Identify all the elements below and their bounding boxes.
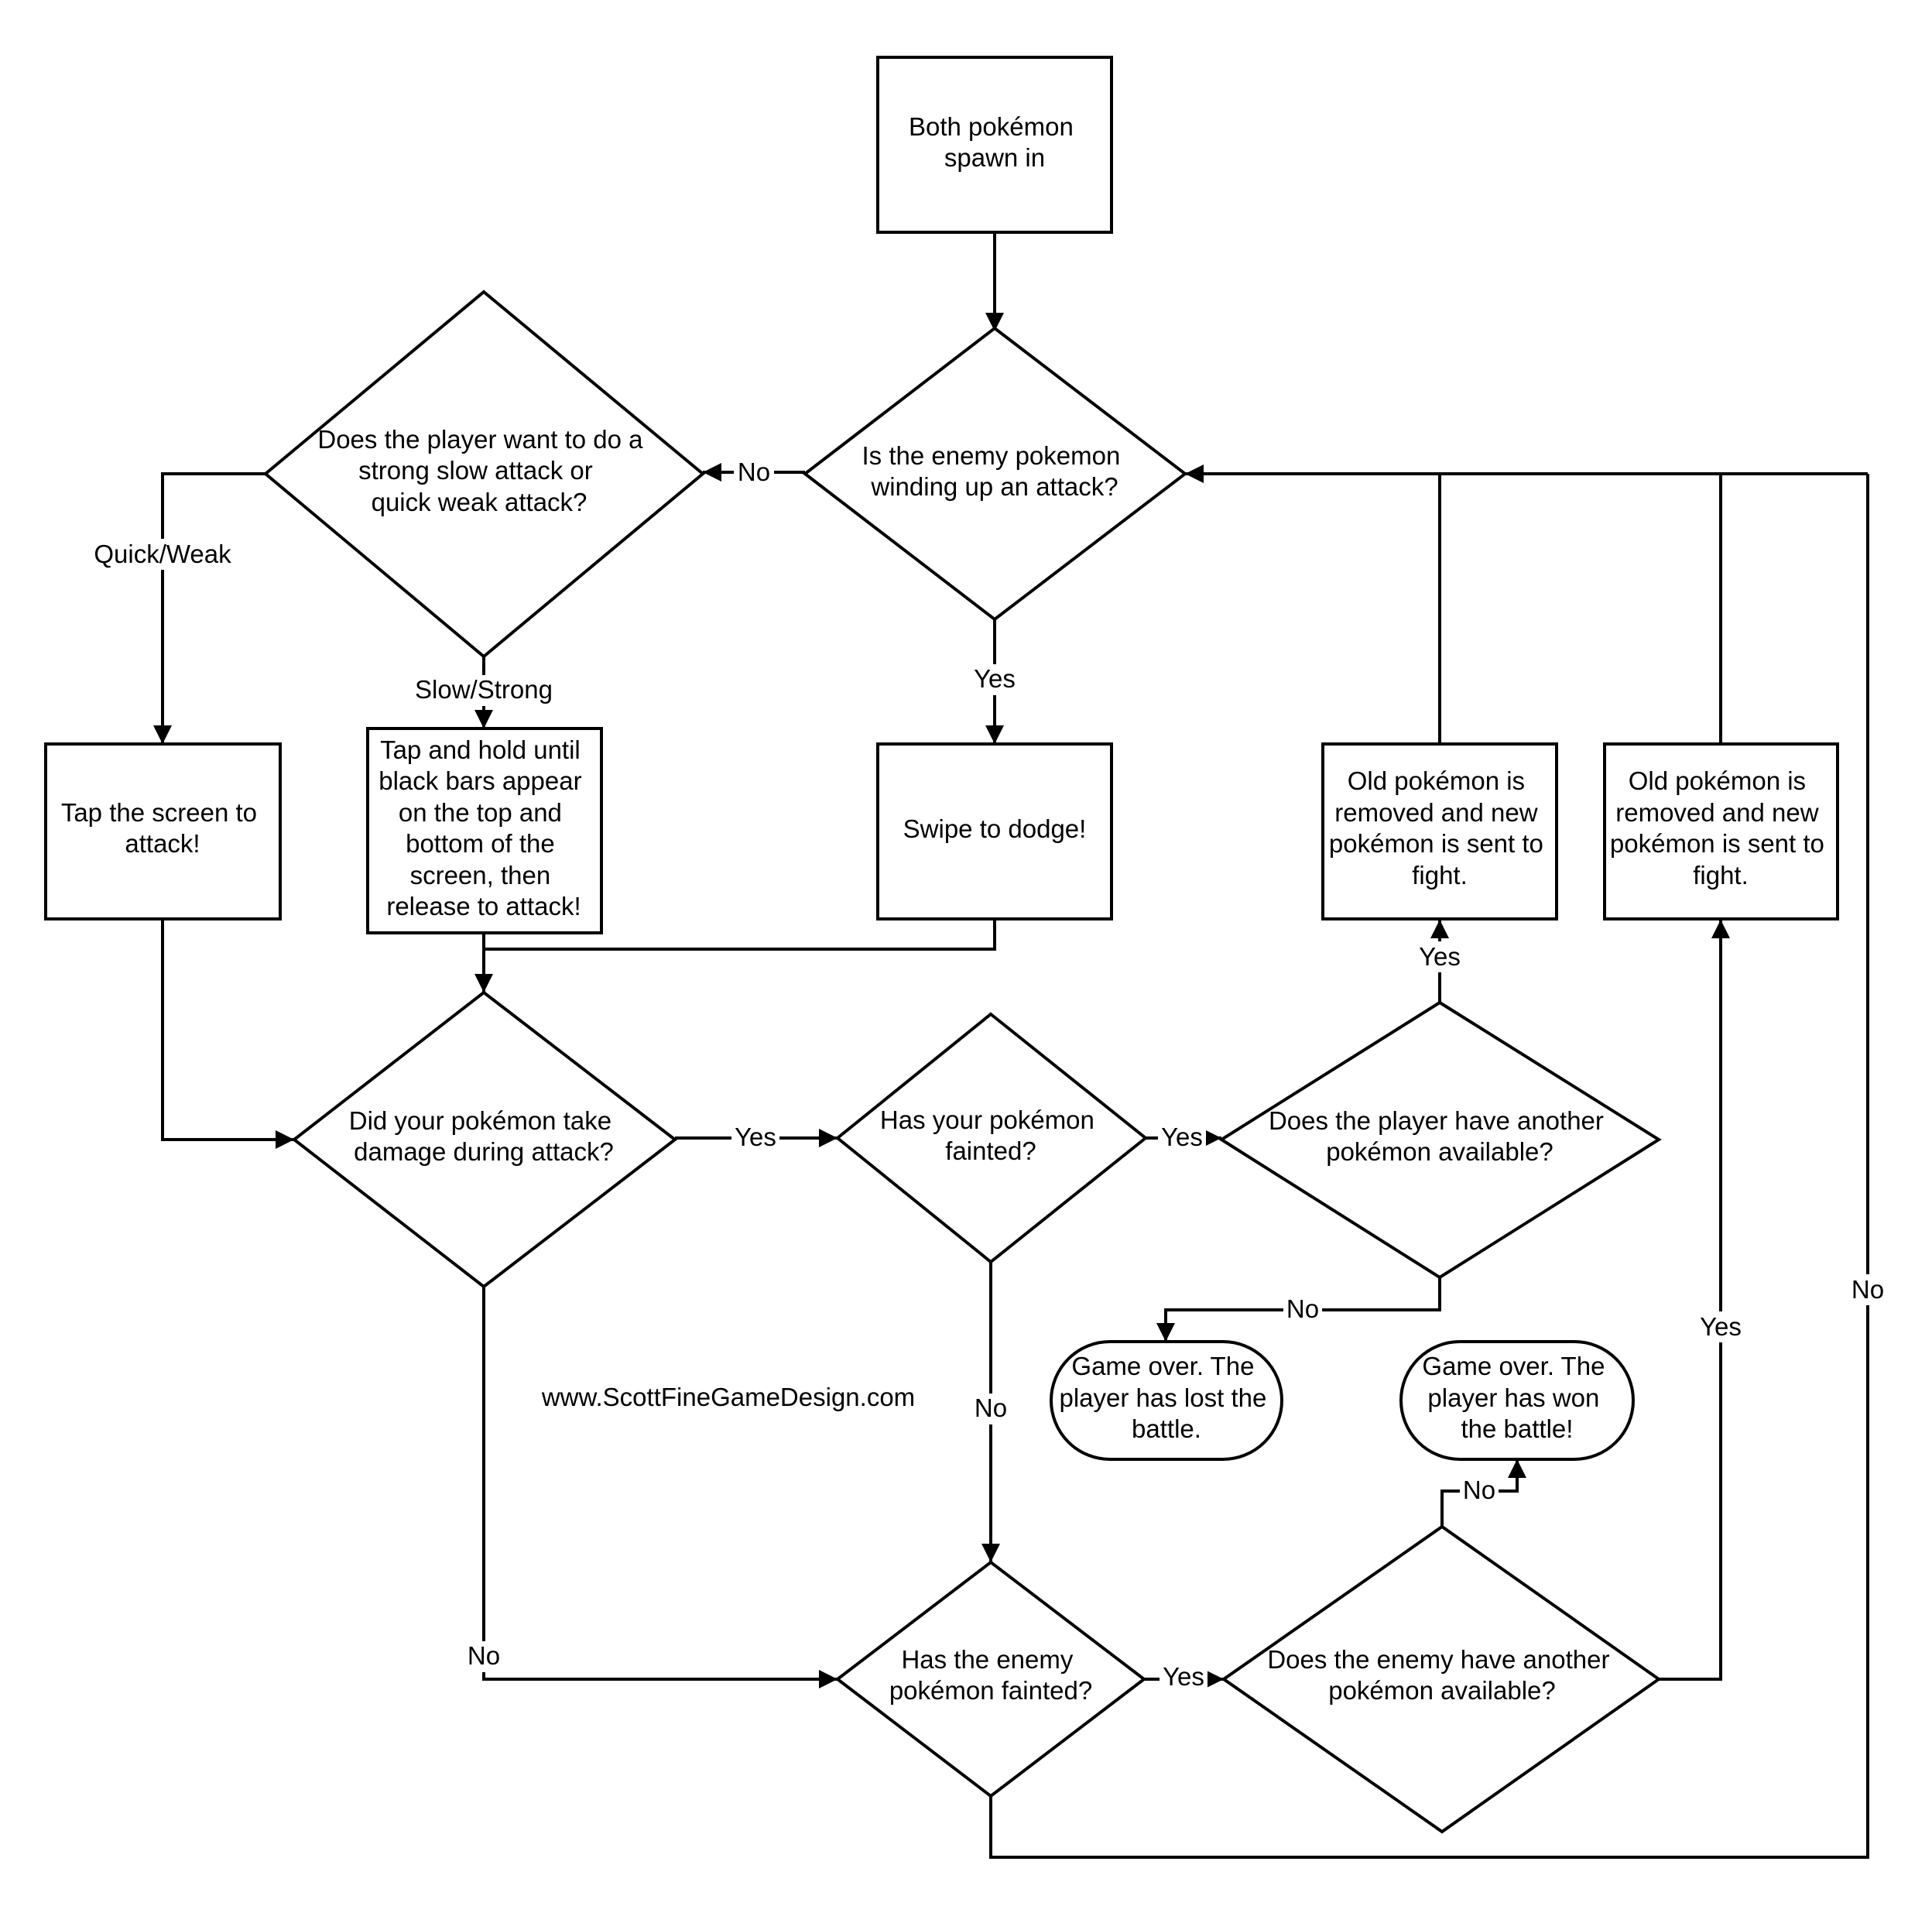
node-attack-choice: Does the player want to do a strong slow… [262,290,706,659]
label-enemy-fainted-no: No [1852,1275,1884,1304]
label-windup-yes: Yes [974,664,1016,693]
watermark-url: www.ScottFineGameDesign.com [541,1383,915,1411]
tap-attack-box [44,742,282,920]
dodge-box [876,742,1113,920]
label-fainted-yes: Yes [1161,1123,1203,1151]
player-has-another-diamond [1218,1000,1662,1280]
game-lost-terminal [1050,1340,1283,1461]
attack-choice-diamond [262,290,706,659]
attack-choice-text: Does the player want to do a strong slow… [317,425,649,516]
node-took-damage: Did your pokémon take damage during atta… [291,990,678,1289]
took-damage-diamond [291,990,678,1289]
node-hold-attack: Tap and hold until black bars appear on … [366,727,603,934]
node-replace-player: Old pokémon is removed and new pokémon i… [1321,742,1558,920]
game-lost-text: Game over. The player has lost the battl… [1060,1352,1274,1443]
node-player-fainted: Has your pokémon fainted? [834,1012,1149,1264]
player-fainted-text: Has your pokémon fainted? [880,1106,1101,1165]
player-has-another-text: Does the player have another pokémon ava… [1269,1106,1611,1166]
spawn-text: Both pokémon spawn in [909,112,1081,172]
label-enemy-fainted-yes: Yes [1163,1662,1204,1691]
label-damage-yes: Yes [735,1123,776,1151]
node-replace-enemy: Old pokémon is removed and new pokémon i… [1603,742,1839,920]
label-fainted-no: No [975,1394,1007,1422]
replace-player-text: Old pokémon is removed and new pokémon i… [1329,766,1550,890]
label-enemy-another-no: No [1463,1476,1495,1504]
node-tap-attack: Tap the screen to attack! [44,742,282,920]
hold-attack-text: Tap and hold until black bars appear on … [379,735,589,920]
node-game-lost: Game over. The player has lost the battl… [1050,1340,1283,1461]
label-damage-no: No [468,1641,500,1670]
node-player-has-another: Does the player have another pokémon ava… [1218,1000,1662,1280]
spawn-box [876,56,1113,234]
hold-attack-box [366,727,603,934]
edge-damage-no-to-enemy-fainted [482,1287,838,1688]
enemy-windup-text: Is the enemy pokemon winding up an attac… [862,441,1127,501]
enemy-has-another-diamond [1221,1524,1662,1834]
label-windup-no: No [738,458,770,486]
replace-player-box [1321,742,1558,920]
label-another-yes: Yes [1419,942,1461,971]
node-spawn: Both pokémon spawn in [876,56,1113,234]
tap-attack-text: Tap the screen to attack! [61,798,264,858]
edge-enemy-another-yes-to-replace [1659,920,1730,1681]
enemy-fainted-text: Has the enemy pokémon fainted? [889,1645,1092,1705]
edge-dodge-to-damage [484,919,996,951]
edge-tap-to-damage [161,919,294,1149]
replace-enemy-text: Old pokémon is removed and new pokémon i… [1610,766,1831,890]
enemy-fainted-diamond [834,1560,1147,1798]
player-fainted-diamond [834,1012,1149,1264]
took-damage-text: Did your pokémon take damage during atta… [349,1106,619,1166]
game-won-text: Game over. The player has won the battle… [1422,1352,1612,1443]
dodge-text: Swipe to dodge! [903,814,1087,843]
label-another-no: No [1286,1294,1319,1323]
node-enemy-windup: Is the enemy pokemon winding up an attac… [802,326,1188,622]
replace-enemy-box [1603,742,1839,920]
edge-labels: No Yes Quick/Weak Slow/Strong Yes No Yes… [91,457,1887,1693]
edge-choice-quick-to-tap [153,472,265,744]
game-won-terminal [1399,1340,1635,1461]
label-enemy-another-yes: Yes [1700,1312,1742,1341]
enemy-has-another-text: Does the enemy have another pokémon avai… [1267,1645,1616,1705]
label-quick-weak: Quick/Weak [94,540,231,568]
node-enemy-has-another: Does the enemy have another pokémon avai… [1221,1524,1662,1834]
node-dodge: Swipe to dodge! [876,742,1113,920]
enemy-windup-diamond [802,326,1188,622]
node-game-won: Game over. The player has won the battle… [1399,1340,1635,1461]
label-slow-strong: Slow/Strong [415,675,553,704]
edge-enemy-fainted-no-loop [989,474,1869,1859]
node-enemy-fainted: Has the enemy pokémon fainted? [834,1560,1147,1798]
